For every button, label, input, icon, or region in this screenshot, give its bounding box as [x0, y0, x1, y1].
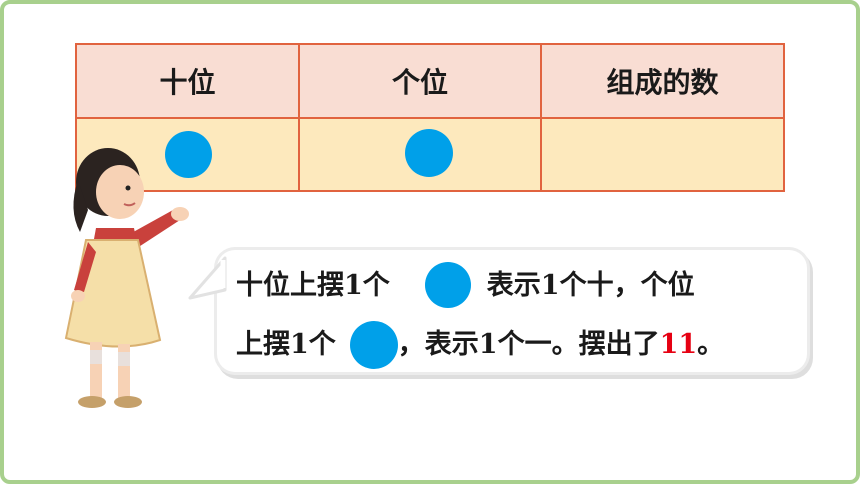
cell-number: [540, 117, 785, 192]
bubble-counter-dot-1: [425, 262, 471, 308]
header-ones: 个位: [298, 43, 542, 119]
speech-bubble: [217, 250, 807, 372]
line2-middle: ，表示1个一。摆出了: [397, 329, 660, 360]
bubble-counter-dot-2: [350, 321, 398, 369]
ones-counter-dot: [405, 129, 453, 177]
girl-illustration: [64, 148, 189, 408]
speech-line-1: 十位上摆1个 ，表示1个十，个位: [236, 268, 695, 304]
line2-start: 上摆1个: [236, 329, 336, 360]
speech-bubble-tail: [188, 256, 227, 300]
speech-line-2: 上摆1个 ，表示1个一。摆出了11。: [236, 327, 724, 363]
line1-start: 十位上摆1个: [236, 270, 390, 301]
line2-end: 。: [697, 329, 725, 360]
place-value-table: 十位 个位 组成的数: [75, 43, 785, 192]
header-tens: 十位: [75, 43, 300, 119]
table-header-row: 十位 个位 组成的数: [75, 43, 785, 119]
line1-end: ，表示1个十，个位: [459, 270, 695, 301]
header-number: 组成的数: [540, 43, 785, 119]
answer-number: 11: [659, 329, 698, 360]
tens-counter-dot: [165, 131, 212, 178]
